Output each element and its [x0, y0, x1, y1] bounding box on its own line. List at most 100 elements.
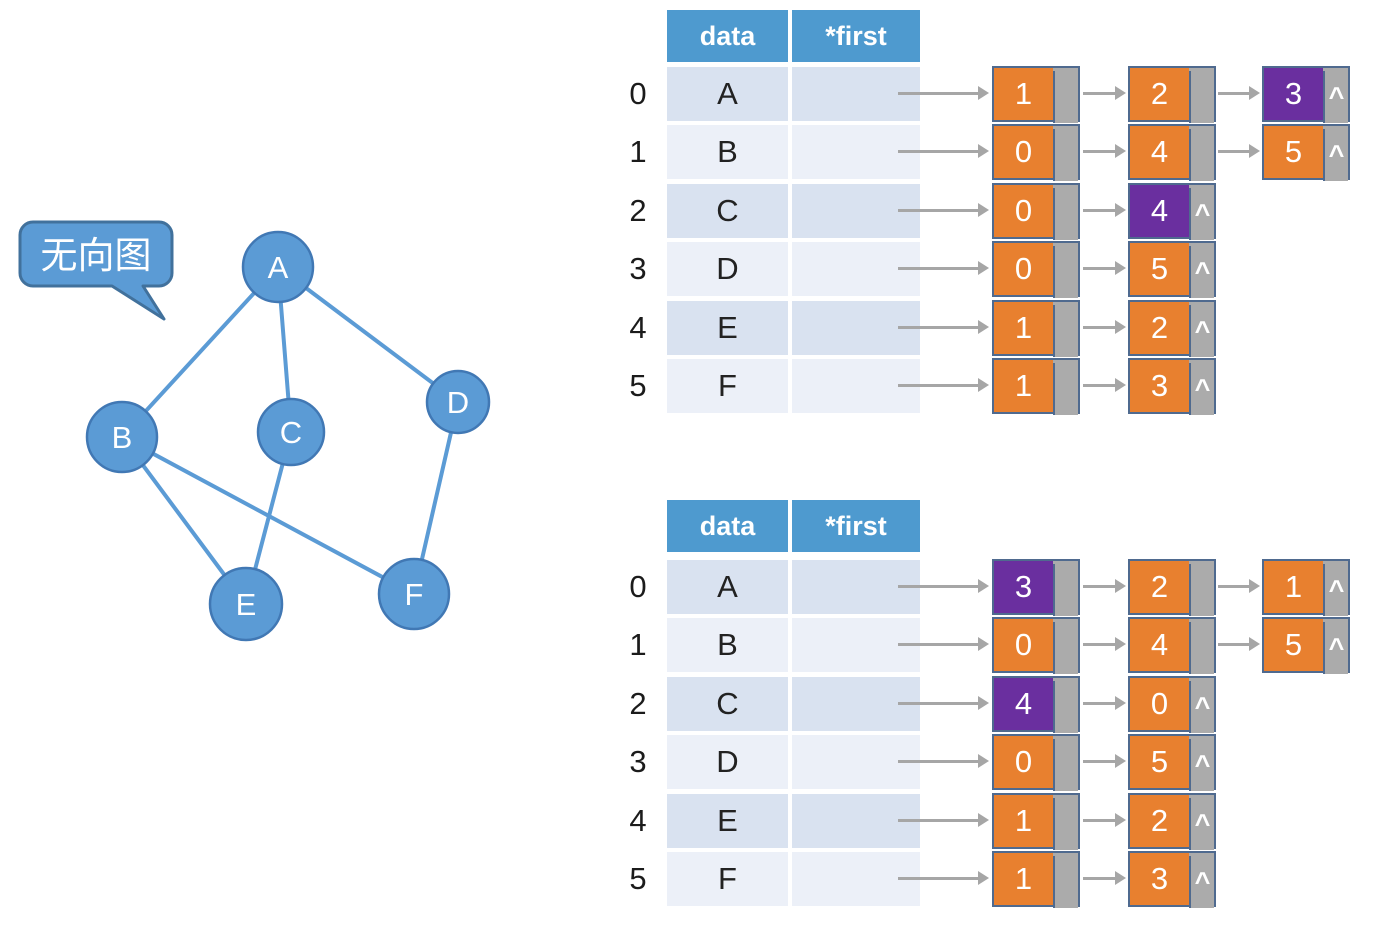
node-value: 4: [1130, 185, 1189, 237]
pointer-arrow: [898, 86, 989, 100]
row-index: 0: [629, 569, 647, 604]
row-index: 2: [629, 193, 647, 228]
pointer-arrow: [1083, 813, 1126, 827]
graph-node-C: [256, 397, 326, 467]
node-value: 4: [1130, 126, 1189, 178]
row-index: 3: [629, 251, 647, 286]
node-value: 5: [1264, 126, 1323, 178]
node-value: 3: [1130, 360, 1189, 412]
node-next-pointer: [1189, 129, 1214, 181]
list-node: 0: [992, 241, 1080, 298]
pointer-arrow: [898, 261, 989, 275]
pointer-arrow: [1083, 637, 1126, 651]
node-next-pointer: [1189, 71, 1214, 123]
node-value: 0: [994, 185, 1053, 237]
row-index: 3: [629, 744, 647, 779]
list-node: 1 ^: [1262, 559, 1350, 616]
node-next-pointer: [1053, 246, 1078, 298]
pointer-arrow: [1083, 579, 1126, 593]
pointer-arrow: [1218, 579, 1260, 593]
list-node-highlighted: 4 ^: [1128, 183, 1216, 240]
list-node: 2: [1128, 559, 1216, 616]
column-header-first: *first: [792, 500, 920, 552]
pointer-arrow: [1218, 144, 1260, 158]
node-next-pointer: [1189, 564, 1214, 616]
row-index: 5: [629, 368, 647, 403]
data-cell: D: [667, 735, 788, 789]
row-index: 4: [629, 310, 647, 345]
node-next-pointer: [1053, 856, 1078, 908]
data-cell: A: [667, 560, 788, 614]
node-null-pointer: ^: [1189, 739, 1214, 791]
list-node: 0: [992, 617, 1080, 674]
node-value: 2: [1130, 68, 1189, 120]
pointer-arrow: [898, 203, 989, 217]
data-cell: A: [667, 67, 788, 121]
list-node: 4: [1128, 617, 1216, 674]
pointer-arrow: [898, 696, 989, 710]
node-value: 1: [994, 302, 1053, 354]
node-next-pointer: [1053, 681, 1078, 733]
pointer-arrow: [1083, 144, 1126, 158]
list-node: 2 ^: [1128, 300, 1216, 357]
node-null-pointer: ^: [1189, 363, 1214, 415]
list-node: 0: [992, 734, 1080, 791]
graph-node-label: C: [280, 415, 302, 450]
node-value: 1: [994, 795, 1053, 847]
column-header-first: *first: [792, 10, 920, 62]
pointer-arrow: [1083, 203, 1126, 217]
node-value: 1: [994, 853, 1053, 905]
node-null-pointer: ^: [1189, 856, 1214, 908]
pointer-arrow: [898, 871, 989, 885]
graph-node-label: B: [112, 420, 133, 455]
list-node: 0 ^: [1128, 676, 1216, 733]
row-index: 1: [629, 134, 647, 169]
data-cell: B: [667, 125, 788, 179]
node-value: 1: [1264, 561, 1323, 613]
row-index: 0: [629, 76, 647, 111]
pointer-arrow: [1083, 871, 1126, 885]
list-node: 2: [1128, 66, 1216, 123]
node-next-pointer: [1053, 188, 1078, 240]
list-node: 1: [992, 793, 1080, 850]
node-null-pointer: ^: [1323, 622, 1348, 674]
node-next-pointer: [1053, 305, 1078, 357]
node-next-pointer: [1053, 739, 1078, 791]
node-next-pointer: [1053, 363, 1078, 415]
node-next-pointer: [1053, 129, 1078, 181]
pointer-arrow: [898, 579, 989, 593]
list-node-highlighted: 3: [992, 559, 1080, 616]
data-cell: F: [667, 852, 788, 906]
node-next-pointer: [1053, 564, 1078, 616]
node-value: 3: [1130, 853, 1189, 905]
node-value: 0: [994, 126, 1053, 178]
data-cell: C: [667, 677, 788, 731]
row-index: 2: [629, 686, 647, 721]
list-node: 5 ^: [1128, 734, 1216, 791]
graph-node-label: A: [268, 250, 289, 285]
pointer-arrow: [1083, 320, 1126, 334]
undirected-graph: A B C D E F 无向图: [18, 220, 491, 642]
pointer-arrow: [898, 754, 989, 768]
node-null-pointer: ^: [1189, 798, 1214, 850]
graph-node-B: [85, 400, 159, 474]
list-node: 1: [992, 300, 1080, 357]
node-value: 1: [994, 360, 1053, 412]
list-node: 2 ^: [1128, 793, 1216, 850]
node-null-pointer: ^: [1189, 246, 1214, 298]
pointer-arrow: [1218, 637, 1260, 651]
node-null-pointer: ^: [1323, 564, 1348, 616]
column-header-data: data: [667, 500, 788, 552]
graph-node-A: [241, 230, 315, 304]
graph-edge-A-D: [276, 265, 460, 404]
list-node-highlighted: 4: [992, 676, 1080, 733]
data-cell: D: [667, 242, 788, 296]
row-index: 4: [629, 803, 647, 838]
pointer-arrow: [898, 378, 989, 392]
graph-node-D: [425, 369, 491, 435]
graph-node-F: [377, 557, 451, 631]
node-value: 5: [1130, 736, 1189, 788]
graph-edge-A-B: [120, 265, 280, 439]
node-value: 0: [994, 619, 1053, 671]
list-node: 0: [992, 183, 1080, 240]
